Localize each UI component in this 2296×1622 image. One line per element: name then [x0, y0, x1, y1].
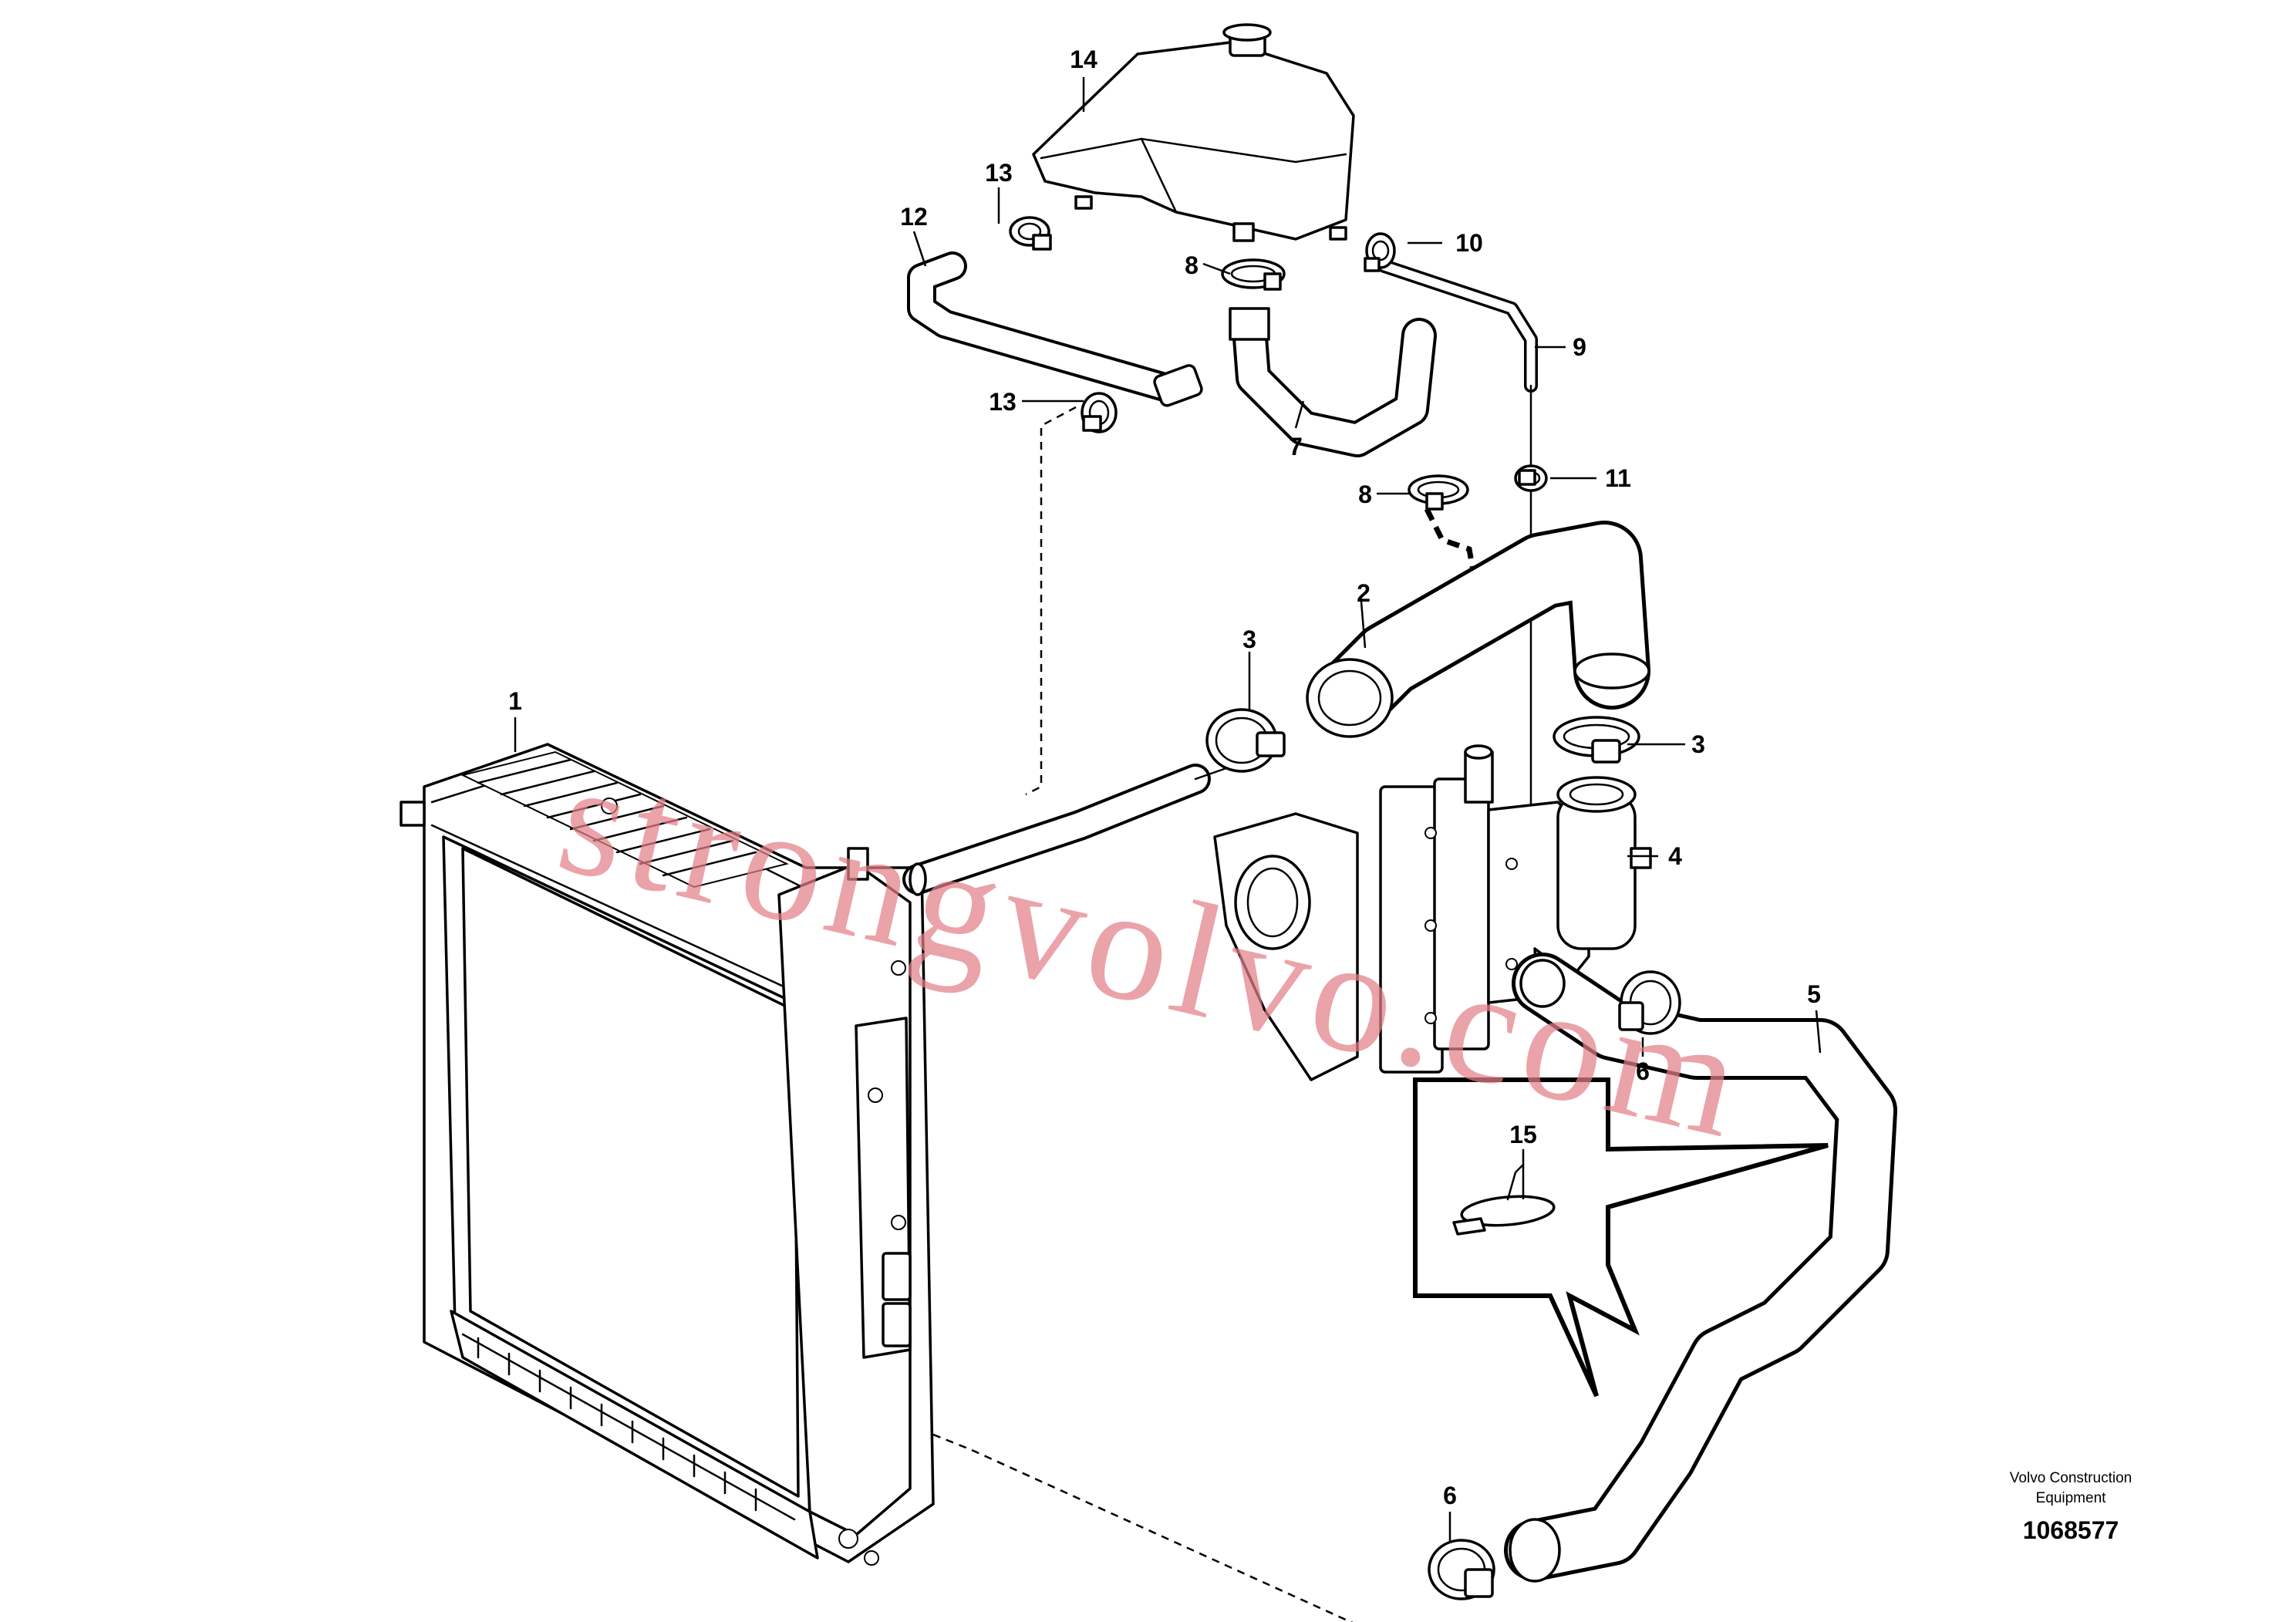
- hose-7: [1229, 307, 1437, 457]
- callout-5: 5: [1807, 980, 1821, 1008]
- clamp-6-lower: [1428, 1539, 1495, 1600]
- callout-6-upper: 6: [1636, 1057, 1650, 1085]
- callout-3-right: 3: [1691, 730, 1705, 758]
- clamp-6-upper: [1618, 970, 1681, 1035]
- credit-line-2: Equipment: [2036, 1490, 2107, 1506]
- clamp-11: [1514, 464, 1548, 492]
- cable-tie-detail-inset: [1413, 1077, 1829, 1398]
- callout-12: 12: [900, 203, 928, 231]
- callout-labels: 1 2 3 3 4 5 6 6 7 8 8 9 10 11 12 13 13 1…: [508, 46, 1821, 1509]
- clamp-13-top: [1009, 216, 1052, 251]
- callout-3-left: 3: [1242, 626, 1256, 653]
- clamp-3-left: [1205, 708, 1286, 773]
- clamp-10: [1364, 232, 1396, 272]
- callout-1: 1: [508, 687, 522, 715]
- callout-10: 10: [1455, 229, 1483, 257]
- clamps: [1009, 216, 1681, 1600]
- radiator-top-fins: [460, 750, 789, 889]
- callout-4: 4: [1668, 842, 1682, 870]
- expansion-tank: [1032, 23, 1355, 242]
- cable-tie-icon: [1452, 1163, 1556, 1236]
- clamp-3-right: [1553, 716, 1640, 764]
- callout-6-lower: 6: [1443, 1482, 1457, 1509]
- clamp-8-bottom: [1408, 474, 1469, 511]
- hose-12: [907, 251, 1203, 407]
- reference-number: 1068577: [2023, 1516, 2119, 1544]
- callout-15: 15: [1509, 1121, 1537, 1148]
- clamp-13-bottom: [1081, 392, 1118, 433]
- callout-14: 14: [1070, 46, 1097, 73]
- callout-11: 11: [1605, 464, 1631, 492]
- callout-8-bottom: 8: [1358, 481, 1372, 508]
- clamp-8-top: [1221, 258, 1286, 291]
- callout-8-top: 8: [1185, 251, 1199, 279]
- leader-lines: [514, 77, 1822, 1543]
- callout-2: 2: [1357, 579, 1371, 607]
- callout-13-bottom: 13: [989, 388, 1017, 416]
- hose-5: [1504, 953, 1897, 1583]
- radiator: [400, 743, 1274, 1566]
- dashed-connection-lines: [932, 406, 1476, 1622]
- figure-credit: Volvo Construction Equipment 1068577: [2010, 1470, 2132, 1544]
- radiator-bottom-fins: [461, 1333, 796, 1521]
- credit-line-1: Volvo Construction: [2010, 1470, 2132, 1486]
- callout-9: 9: [1573, 333, 1586, 361]
- callout-7: 7: [1289, 433, 1303, 460]
- callout-13-top: 13: [985, 159, 1013, 187]
- hose-2: [1306, 521, 1650, 738]
